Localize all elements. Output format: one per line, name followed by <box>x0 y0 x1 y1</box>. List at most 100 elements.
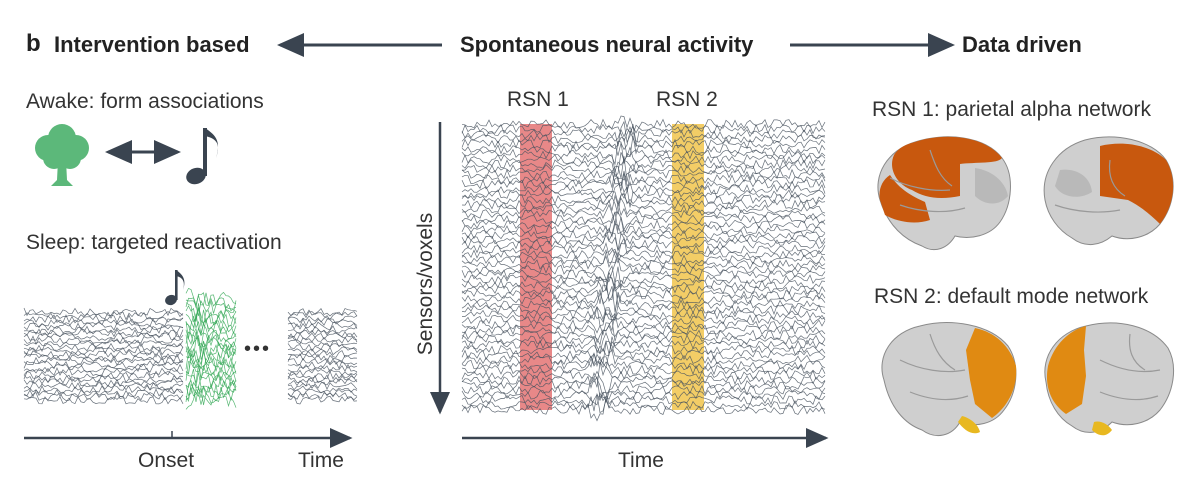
trace-line <box>185 308 237 329</box>
small-music-note-icon <box>165 270 185 306</box>
trace-line <box>461 202 826 224</box>
trace-line <box>461 231 826 251</box>
trace-line <box>461 286 826 313</box>
trace-line <box>461 125 826 145</box>
trace-line <box>23 395 184 405</box>
trace-line <box>23 367 184 376</box>
trace-line <box>287 315 358 324</box>
trace-line <box>23 345 184 356</box>
trace-line <box>185 315 237 339</box>
trace-line <box>23 370 184 380</box>
trace-line <box>461 211 826 231</box>
ellipsis: ••• <box>244 338 272 360</box>
trace-line <box>23 311 184 321</box>
trace-line <box>23 384 184 394</box>
trace-line <box>185 368 237 389</box>
trace-line <box>287 392 358 401</box>
trace-line <box>23 349 184 359</box>
trace-line <box>461 123 826 143</box>
brain-rsn2-left <box>881 322 1017 437</box>
trace-line <box>461 191 826 205</box>
trace-line <box>23 356 184 366</box>
brain-rsn1-left <box>877 136 1011 251</box>
brain-rsn2-right <box>1044 322 1174 436</box>
trace-line <box>461 361 826 388</box>
trace-line <box>23 307 184 317</box>
trace-line <box>461 393 826 414</box>
rsn1-label: RSN 1 <box>507 88 569 111</box>
trace-line <box>23 363 184 373</box>
trace-line <box>461 372 826 399</box>
left-title: Intervention based <box>54 32 250 57</box>
trace-line <box>287 308 358 317</box>
trace-line <box>461 146 826 172</box>
trace-line <box>461 309 826 323</box>
trace-line <box>461 375 826 404</box>
trace-line <box>461 391 826 412</box>
center-title: Spontaneous neural activity <box>460 32 754 57</box>
trace-line <box>461 170 826 190</box>
trace-line <box>461 120 826 147</box>
trace-line <box>461 211 826 235</box>
trace-line <box>461 130 826 156</box>
trace-line <box>287 358 358 366</box>
trace-line <box>287 381 358 391</box>
trace-line <box>287 363 358 373</box>
center-time-label: Time <box>618 449 664 472</box>
trace-line <box>287 349 358 358</box>
reactivation-traces <box>185 287 237 410</box>
trace-line <box>287 311 358 320</box>
trace-line <box>23 339 184 348</box>
trace-line <box>461 223 826 240</box>
trace-line <box>287 353 358 363</box>
trace-line <box>23 314 184 324</box>
trace-line <box>461 349 826 369</box>
trace-line <box>461 194 826 215</box>
trace-line <box>185 337 237 360</box>
left-trace-block-after <box>287 308 358 405</box>
brain-rsn1-right <box>1043 136 1174 245</box>
trace-line <box>461 247 826 265</box>
trace-line <box>461 265 826 288</box>
trace-line <box>461 397 826 422</box>
trace-line <box>287 335 358 345</box>
trace-line <box>461 389 826 406</box>
trace-line <box>461 357 826 376</box>
trace-line <box>287 370 358 380</box>
trace-line <box>461 336 826 355</box>
rsn2-label: RSN 2 <box>656 88 718 111</box>
axis-time-label: Time <box>298 449 344 472</box>
trace-line <box>185 346 237 366</box>
trace-line <box>23 391 184 401</box>
trace-line <box>461 271 826 293</box>
trace-line <box>287 329 358 338</box>
trace-line <box>461 319 826 344</box>
trace-line <box>185 388 237 410</box>
trace-line <box>461 341 826 368</box>
trace-line <box>23 381 184 391</box>
trace-line <box>185 305 237 325</box>
trace-line <box>461 274 826 292</box>
tree-icon <box>35 124 89 186</box>
trace-line <box>185 299 237 317</box>
panel-letter: b <box>26 30 41 57</box>
trace-line <box>23 374 184 384</box>
trace-line <box>287 395 358 405</box>
trace-line <box>461 313 826 336</box>
trace-line <box>287 346 358 356</box>
axis-onset-label: Onset <box>138 449 195 472</box>
trace-line <box>287 339 358 348</box>
trace-line <box>461 221 826 242</box>
trace-line <box>23 378 184 387</box>
center-trace-block <box>461 115 826 422</box>
rsn2-title: RSN 2: default mode network <box>874 285 1149 308</box>
trace-line <box>185 379 237 402</box>
trace-line <box>461 291 826 318</box>
trace-line <box>461 304 826 322</box>
trace-line <box>461 176 826 199</box>
trace-line <box>287 325 358 334</box>
trace-line <box>185 321 237 341</box>
trace-line <box>461 135 826 157</box>
rsn1-title: RSN 1: parietal alpha network <box>872 98 1151 121</box>
